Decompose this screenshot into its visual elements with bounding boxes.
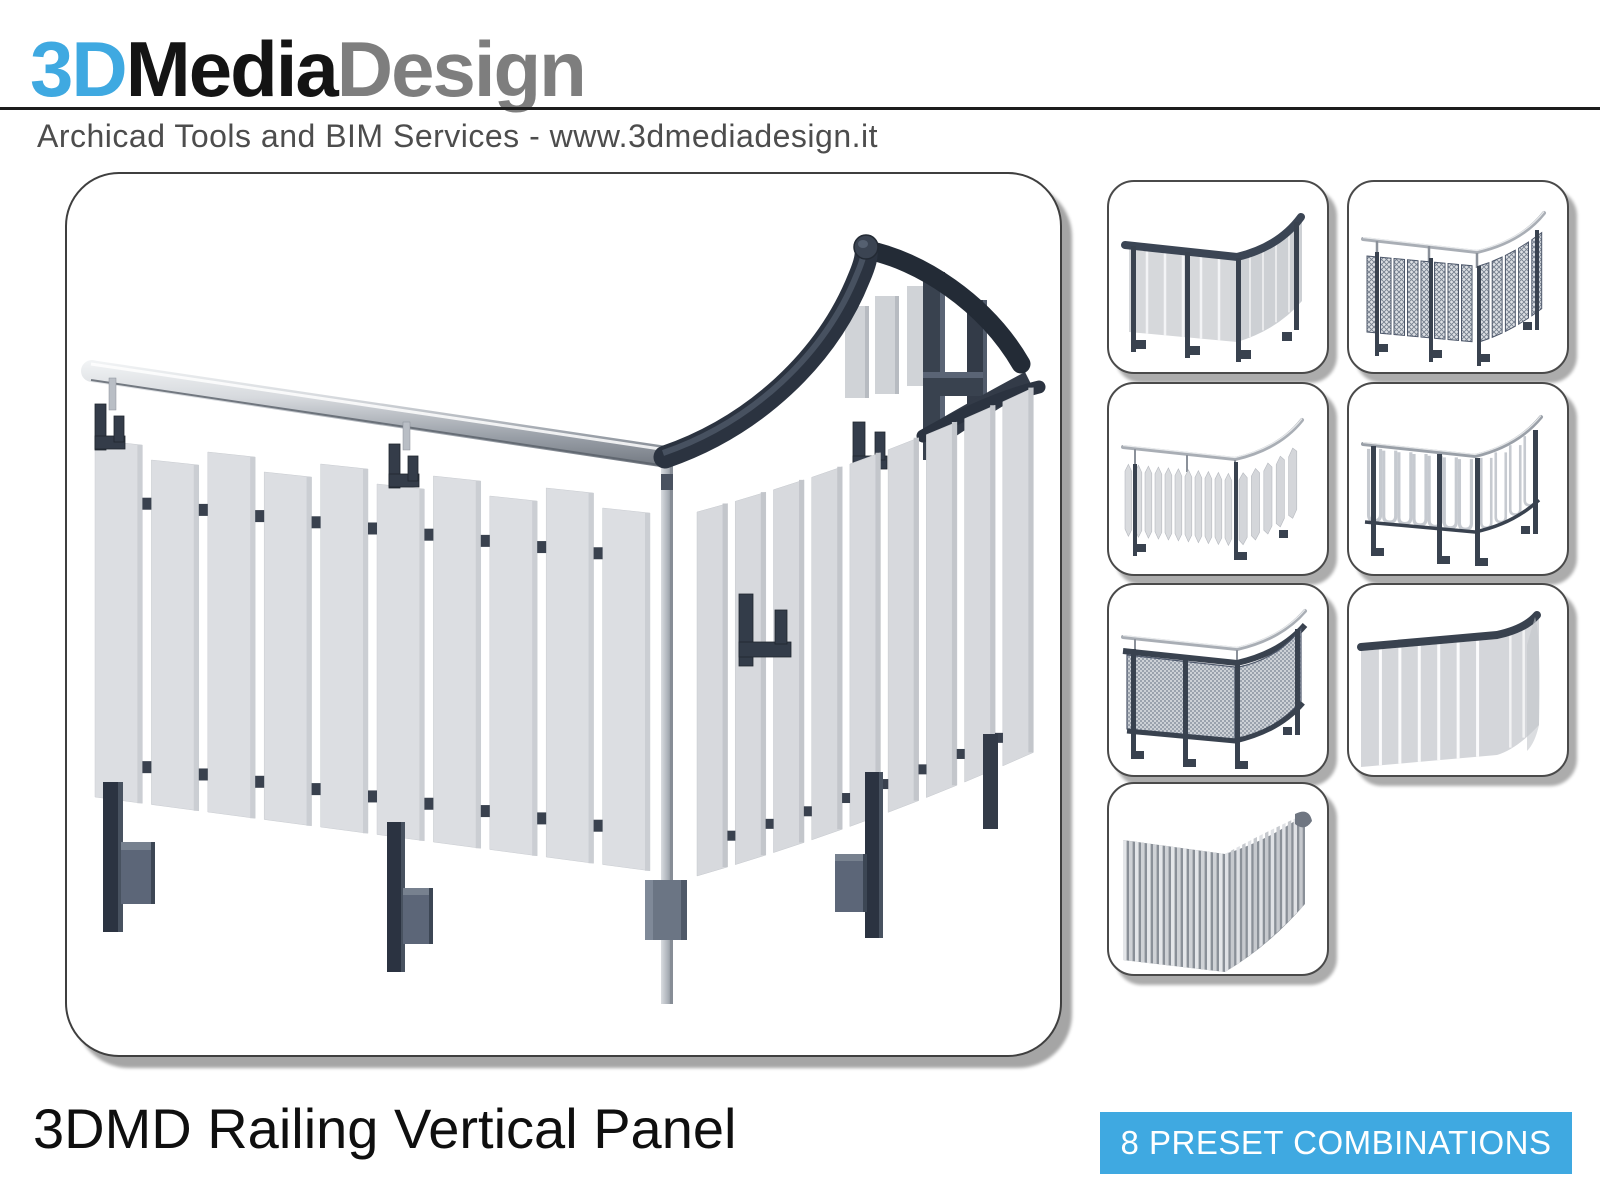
rail-stem-bracket-left [94, 377, 126, 451]
product-title: 3DMD Railing Vertical Panel [33, 1097, 737, 1160]
railing-vertical-panel-render [81, 234, 1046, 1004]
rail-hook-bracket-lower [738, 593, 792, 667]
full-panel-railing-icon [1357, 611, 1541, 767]
solid-panel-railing-icon [1121, 213, 1305, 362]
mesh-panel-railing-icon [1361, 211, 1546, 366]
curve-base-post [983, 734, 998, 829]
preset-thumbnail-louver-slats[interactable] [1107, 782, 1329, 976]
brand-logo: 3DMediaDesign [30, 30, 587, 108]
logo-part-3d: 3D [30, 25, 128, 113]
panel-connector-clips [142, 497, 603, 832]
preset-count-badge: 8 PRESET COMBINATIONS [1100, 1112, 1572, 1174]
logo-part-media: Media [125, 25, 339, 113]
loop-bar-railing-icon [1361, 415, 1543, 566]
logo-part-design: Design [336, 25, 587, 113]
louver-slat-railing-icon [1123, 811, 1312, 972]
pointed-picket-railing-icon [1121, 418, 1304, 560]
base-post-left [103, 782, 155, 932]
main-preview-card[interactable] [65, 172, 1062, 1057]
preset-thumbnail-loop-bars[interactable] [1347, 382, 1569, 576]
preset-thumbnail-solid-panel[interactable] [1107, 180, 1329, 374]
preset-thumbnail-wire-mesh[interactable] [1107, 583, 1329, 777]
preset-thumbnail-pointed-picket[interactable] [1107, 382, 1329, 576]
rail-stem-bracket-mid [388, 421, 420, 489]
preset-thumbnail-mesh-panels[interactable] [1347, 180, 1569, 374]
vertical-panel-run [94, 439, 651, 872]
handrail-curve-near [653, 234, 879, 469]
curved-panel-wall [696, 387, 1034, 877]
curved-wall-clips [727, 732, 1003, 841]
header-divider [0, 107, 1600, 110]
base-post-mid [387, 822, 433, 972]
wire-mesh-railing-icon [1121, 609, 1308, 769]
corner-post [645, 454, 687, 1004]
handrail-curve-far [857, 240, 1031, 374]
preset-thumbnail-full-panel[interactable] [1347, 583, 1569, 777]
tagline: Archicad Tools and BIM Services - www.3d… [37, 118, 878, 154]
base-post-right [835, 772, 883, 938]
handrail-straight [81, 360, 668, 468]
